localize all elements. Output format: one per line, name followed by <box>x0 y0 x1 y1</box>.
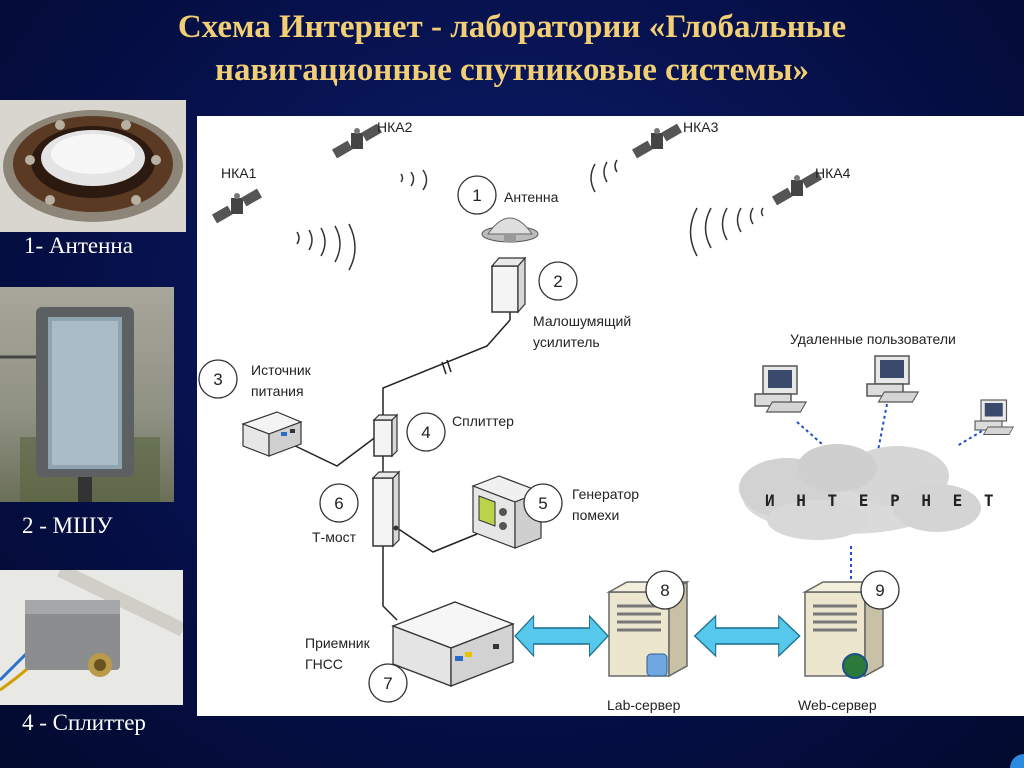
satellite-icon <box>211 188 263 224</box>
node-number: 2 <box>553 272 562 291</box>
node-number: 5 <box>538 494 547 513</box>
power-label-line1: Источник <box>251 362 312 378</box>
noise-generator-label-line2: помехи <box>572 507 619 523</box>
computer-icon <box>754 365 807 413</box>
lna-caption: 2 - МШУ <box>22 513 113 538</box>
antenna-caption: 1- Антенна <box>24 233 133 258</box>
power-supply-icon <box>241 411 303 457</box>
splitter-caption: 4 - Сплиттер <box>22 710 146 735</box>
signal-waves-icon <box>296 159 764 271</box>
receiver-label-line1: Приемник <box>305 635 371 651</box>
t-bridge-label: Т-мост <box>312 529 357 545</box>
number-badge <box>198 359 238 399</box>
double-arrow-icon <box>693 615 801 657</box>
internet-cloud-icon <box>739 444 981 540</box>
photo-panel: 1- Антенна 2 - МШУ 4 - Сплиттер <box>0 100 196 768</box>
number-badge <box>538 261 578 301</box>
lna-icon <box>490 256 527 314</box>
remote-users-label: Удаленные пользователи <box>790 331 956 347</box>
lna-photo <box>0 287 174 502</box>
satellite-label: НКА2 <box>377 119 413 135</box>
lab-diagram: НКА1 НКА2 НКА3 НКА4 <box>197 116 1024 716</box>
satellite-icon <box>631 123 683 159</box>
node-number: 4 <box>421 423 430 442</box>
double-arrow-icon <box>514 615 609 657</box>
corner-decoration <box>1010 754 1024 768</box>
node-number: 9 <box>875 581 884 600</box>
number-badge <box>523 483 563 523</box>
cable-break-icon <box>441 359 452 375</box>
slide-title: Схема Интернет - лаборатории «Глобальные… <box>0 6 1024 92</box>
lab-server-label: Lab-сервер <box>607 697 681 713</box>
splitter-icon <box>372 413 399 458</box>
slide-title-line2: навигационные спутниковые системы» <box>214 52 810 88</box>
satellite-label: НКА1 <box>221 165 257 181</box>
satellite-icon <box>331 123 383 159</box>
cable-lines <box>286 310 511 621</box>
noise-generator-label-line1: Генератор <box>572 486 639 502</box>
computer-icon <box>866 355 919 403</box>
web-server-icon <box>803 580 885 679</box>
number-badge <box>457 175 497 215</box>
receiver-label-line2: ГНСС <box>305 656 343 672</box>
number-badge <box>860 570 900 610</box>
node-number: 7 <box>383 674 392 693</box>
t-bridge-icon <box>371 470 401 548</box>
lna-label-line2: усилитель <box>533 334 600 350</box>
number-badge <box>368 663 408 703</box>
noise-generator-icon <box>471 475 543 549</box>
antenna-label: Антенна <box>504 189 559 205</box>
satellite-label: НКА3 <box>683 119 719 135</box>
number-badge <box>406 412 446 452</box>
node-number: 6 <box>334 494 343 513</box>
antenna-icon <box>481 217 539 243</box>
antenna-photo <box>0 100 186 232</box>
node-number: 1 <box>472 186 481 205</box>
lab-server-icon <box>607 580 689 678</box>
splitter-photo <box>0 570 183 705</box>
lna-label-line1: Малошумящий <box>533 313 631 329</box>
splitter-label: Сплиттер <box>452 413 514 429</box>
node-number: 8 <box>660 581 669 600</box>
slide-title-line1: Схема Интернет - лаборатории «Глобальные <box>177 9 847 45</box>
internet-label: И Н Т Е Р Н Е Т <box>765 491 1000 510</box>
number-badge <box>319 483 359 523</box>
power-label-line2: питания <box>251 383 304 399</box>
node-number: 3 <box>213 370 222 389</box>
number-badge <box>645 570 685 610</box>
gnss-receiver-icon <box>391 601 515 687</box>
web-server-label: Web-сервер <box>798 697 877 713</box>
computer-icon <box>974 399 1014 436</box>
satellite-label: НКА4 <box>815 165 851 181</box>
